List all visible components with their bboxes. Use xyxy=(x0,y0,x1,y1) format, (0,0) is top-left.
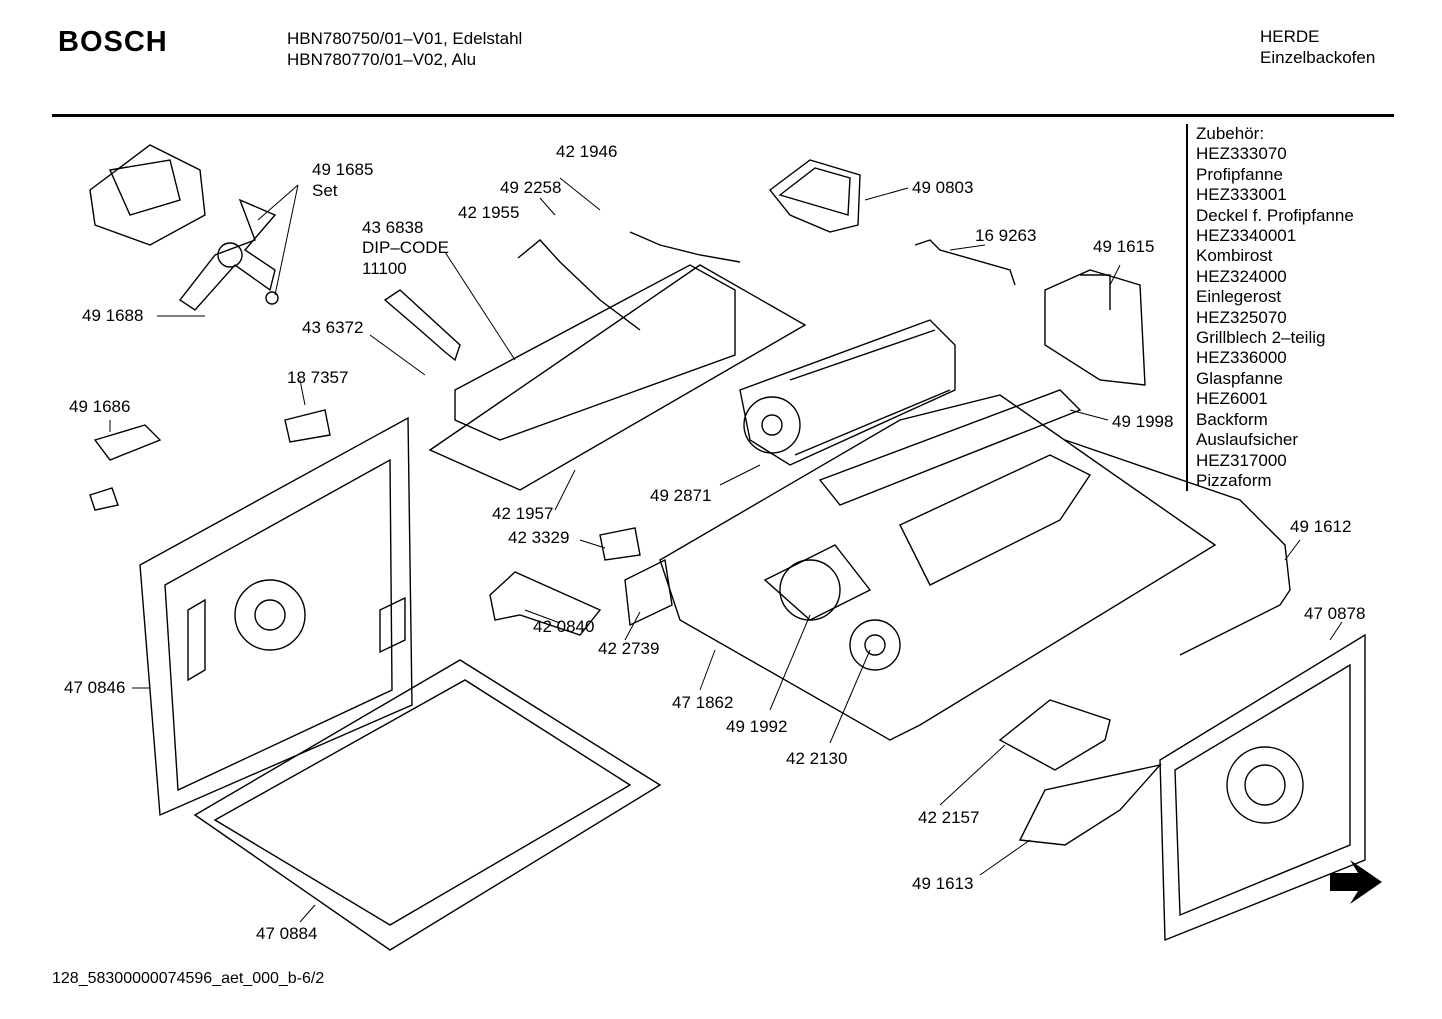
part-label-169263: 16 9263 xyxy=(975,226,1037,245)
fan-motor-part xyxy=(89,144,279,311)
connector-plug-part xyxy=(89,487,119,511)
accessory-item: HEZ3340001 xyxy=(1196,226,1297,246)
sensor-cable-part xyxy=(1064,439,1291,656)
accessory-item: Auslaufsicher xyxy=(1196,430,1299,450)
part-label-set: Set xyxy=(312,181,338,200)
next-page-arrow-icon[interactable] xyxy=(1330,860,1382,904)
accessory-item: HEZ333070 xyxy=(1196,144,1287,164)
part-label-490803: 49 0803 xyxy=(912,178,974,197)
oven-top-plate-part xyxy=(659,389,1217,741)
part-label-492258: 49 2258 xyxy=(500,178,562,197)
part-label-421957: 42 1957 xyxy=(492,504,554,523)
accessory-item: Einlegerost xyxy=(1196,287,1282,307)
part-label-491686: 49 1686 xyxy=(69,397,131,416)
part-label-491613: 49 1613 xyxy=(912,874,974,893)
accessories-title: Zubehör: xyxy=(1196,124,1265,143)
relay-part xyxy=(624,558,673,627)
bottom-tray-part xyxy=(193,659,662,951)
side-panel-part xyxy=(139,416,413,817)
accessory-item: HEZ325070 xyxy=(1196,307,1287,327)
part-label-491615: 49 1615 xyxy=(1093,237,1155,256)
cover-grill-part xyxy=(769,159,861,233)
thermostat-part xyxy=(599,527,641,561)
accessory-item: Pizzaform xyxy=(1196,470,1272,490)
tangential-fan-part xyxy=(739,319,956,466)
accessory-item: Profipfanne xyxy=(1196,164,1283,184)
part-label-491998: 49 1998 xyxy=(1112,412,1174,431)
document-id: 128_58300000074596_aet_000_b-6/2 xyxy=(52,970,325,987)
part-label-491688: 49 1688 xyxy=(82,306,144,325)
accessory-item: Backform xyxy=(1196,409,1268,429)
part-label-492871: 49 2871 xyxy=(650,486,712,505)
part-label-436372: 43 6372 xyxy=(302,318,364,337)
part-label-491992: 49 1992 xyxy=(726,717,788,736)
electronic-module-part xyxy=(998,699,1111,771)
part-label-421946: 42 1946 xyxy=(556,142,618,161)
accessory-item: HEZ336000 xyxy=(1196,348,1287,368)
accessory-item: HEZ6001 xyxy=(1196,389,1268,409)
accessory-item: HEZ333001 xyxy=(1196,185,1287,205)
model-line-2: HBN780770/01–V02, Alu xyxy=(287,50,477,69)
part-label-422739: 42 2739 xyxy=(598,639,660,658)
accessory-item: Grillblech 2–teilig xyxy=(1196,328,1326,348)
leader-lines xyxy=(109,177,1343,923)
part-label-471862: 47 1862 xyxy=(672,693,734,712)
accessory-item: HEZ317000 xyxy=(1196,450,1287,470)
category-line-2: Einzelbackofen xyxy=(1260,48,1376,67)
part-label-187357: 18 7357 xyxy=(287,368,349,387)
part-label-dip-code: DIP–CODE xyxy=(362,238,449,257)
control-bracket-part xyxy=(383,264,807,491)
part-label-470878: 47 0878 xyxy=(1304,604,1366,623)
rear-panel-part xyxy=(1159,633,1366,942)
part-label-491685: 49 1685 xyxy=(312,160,374,179)
brand-logo: BOSCH xyxy=(58,26,168,58)
part-label-420840: 42 0840 xyxy=(533,617,595,636)
lamp-holder-part xyxy=(489,571,602,636)
model-line-1: HBN780750/01–V01, Edelstahl xyxy=(287,29,523,48)
accessory-item: Glaspfanne xyxy=(1196,368,1283,388)
part-label-470846: 47 0846 xyxy=(64,678,126,697)
category-line-1: HERDE xyxy=(1260,27,1320,46)
part-label-423329: 42 3329 xyxy=(508,528,570,547)
accessory-item: Kombirost xyxy=(1196,246,1273,266)
part-label-422157: 42 2157 xyxy=(918,808,980,827)
connector-cable-part xyxy=(914,239,1016,286)
wire-harness-part xyxy=(629,231,741,263)
part-label-436838: 43 6838 xyxy=(362,218,424,237)
part-label-421955: 42 1955 xyxy=(458,203,520,222)
part-label-dip-value: 11100 xyxy=(362,259,407,278)
switch-part xyxy=(284,409,331,443)
part-label-422130: 42 2130 xyxy=(786,749,848,768)
accessories-list: Zubehör: HEZ333070 Profipfanne HEZ333001… xyxy=(1186,124,1396,492)
door-lock-part xyxy=(1044,269,1146,386)
air-deflector-part xyxy=(1018,763,1162,846)
part-label-491612: 49 1612 xyxy=(1290,517,1352,536)
terminal-block-part xyxy=(93,424,162,461)
header-divider xyxy=(52,114,1394,117)
accessory-item: HEZ324000 xyxy=(1196,266,1287,286)
accessory-item: Deckel f. Profipfanne xyxy=(1196,205,1354,225)
part-label-470884: 47 0884 xyxy=(256,924,318,943)
